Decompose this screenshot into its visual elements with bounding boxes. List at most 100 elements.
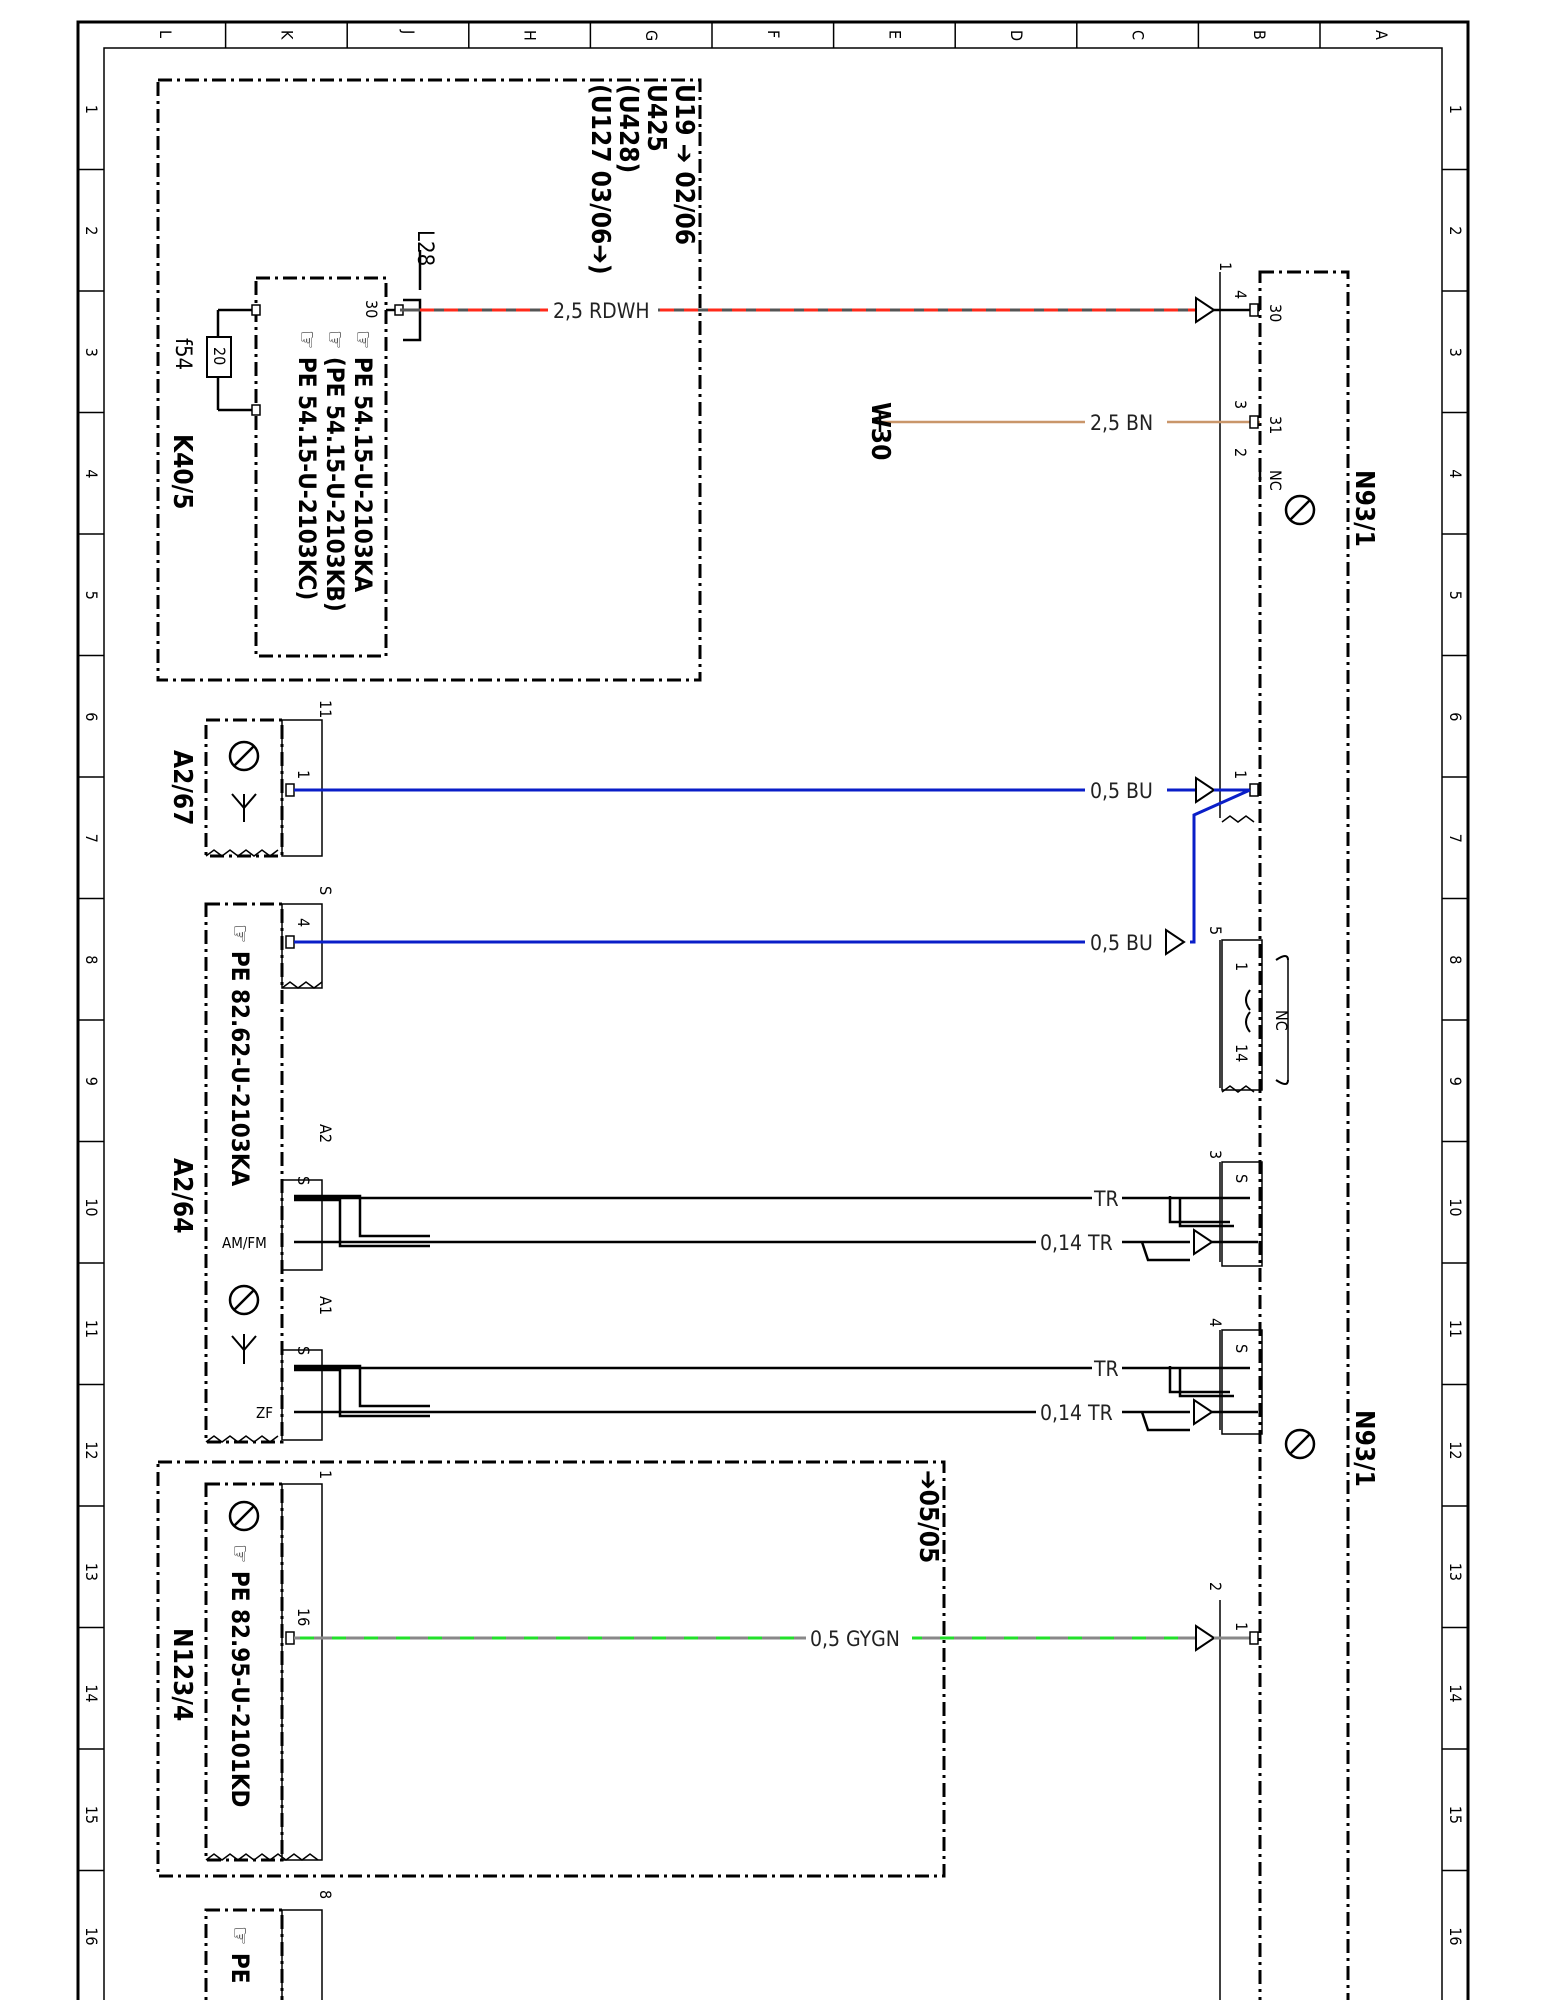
n93-pin-31: 31 [1266, 416, 1285, 434]
n93-pin-4: 4 [1231, 290, 1250, 299]
wire-bn: 2,5 BN W30 [865, 402, 1260, 460]
n93-pin-4b: 4 [1206, 1318, 1225, 1327]
n93-pin-1: 1 [1231, 770, 1250, 779]
wire-label-bn: 2,5 BN [1090, 411, 1153, 435]
column-label: G [642, 30, 661, 41]
radio-icon [228, 740, 260, 772]
row-label: 14 [1446, 1684, 1465, 1702]
row-label: 8 [82, 955, 101, 964]
row-label: 10 [1446, 1198, 1465, 1216]
row-label: 11 [82, 1320, 101, 1338]
n93-nc-pin-1: 1 [1232, 962, 1251, 971]
a2-64-a2: A2 [316, 1124, 335, 1143]
row-label: 15 [1446, 1806, 1465, 1824]
row-label: 2 [1446, 226, 1465, 235]
row-label: 16 [82, 1927, 101, 1945]
row-label: 11 [1446, 1320, 1465, 1338]
row-label: 13 [82, 1563, 101, 1581]
wire-rdwh: 2,5 RDWH [400, 296, 1260, 324]
n123-block: 1 ➔05/05 ☞ PE 82.95-U-2101KD N123/4 16 8… [156, 1460, 946, 2000]
wire-label-rdwh: 2,5 RDWH [553, 299, 650, 323]
k40-ref-0: U19 ➔ 02/06 [669, 84, 699, 245]
k40-pe-1: ☞ (PE 54.15-U-2103KB) [321, 330, 349, 612]
a2-67-block: 11 1 A2/67 [167, 700, 335, 858]
a2-67-pin-top: 11 [316, 700, 335, 718]
n93-label-bottom: N93/1 [1349, 1410, 1379, 1487]
a2-64-a1: A1 [316, 1296, 335, 1315]
radio-icon [228, 1500, 260, 1532]
n123-pe-partial: ☞ PE [226, 1926, 254, 1983]
n93-pin-5: 5 [1206, 926, 1225, 935]
jumper-l28: L28 [412, 230, 437, 266]
wire-gygn: 0,5 GYGN [285, 1624, 1259, 1652]
a2-64-amfm: AM/FM [222, 1234, 267, 1252]
row-label: 6 [1446, 712, 1465, 721]
wire-bu-2: 0,5 BU [285, 788, 1251, 956]
n93-pin-2: 2 [1231, 448, 1250, 457]
row-label: 14 [82, 1684, 101, 1702]
wire-tr-b: TR 0,14 TR [294, 1329, 1263, 1435]
row-label: 3 [82, 348, 101, 357]
column-label: E [885, 30, 904, 39]
k40-pe-2: ☞ PE 54.15-U-2103KC) [293, 330, 321, 600]
a2-64-s-a: S [294, 1176, 313, 1185]
a2-64-zf: ZF [256, 1404, 273, 1422]
row-label: 2 [82, 226, 101, 235]
a2-64-s-b: S [294, 1346, 313, 1355]
row-label: 4 [82, 469, 101, 478]
a2-67-pin: 1 [294, 770, 313, 779]
n93-pin-nc: NC [1266, 470, 1285, 491]
n123-pe: ☞ PE 82.95-U-2101KD [226, 1544, 254, 1807]
row-label: 1 [1446, 105, 1465, 114]
n93-block: N93/1 N93/1 4 1 30 3 31 2 NC 1 5 1 14 NC [1206, 262, 1379, 2000]
n93-nc-pin-14: 14 [1232, 1044, 1251, 1062]
wire-label-gygn: 0,5 GYGN [810, 1627, 900, 1651]
k40-ref-3: (U127 03/06➔) [585, 84, 615, 275]
n93-pin-3: 3 [1231, 400, 1250, 409]
radio-icon [1284, 1428, 1316, 1460]
row-label: 7 [82, 834, 101, 843]
wire-label-bu-1: 0,5 BU [1090, 779, 1153, 803]
a2-67-component: A2/67 [167, 750, 197, 825]
a2-64-pin-s: S [316, 886, 335, 895]
n93-nc-label: NC [1272, 1010, 1291, 1031]
n93-pin-1b: 1 [1232, 1622, 1251, 1631]
fuse-name: f54 [170, 338, 195, 370]
k40-block: U19 ➔ 02/06 U425 (U428) (U127 03/06➔) ☞ … [156, 78, 702, 682]
a2-64-pe: ☞ PE 82.62-U-2103KA [226, 924, 254, 1187]
row-label: 15 [82, 1806, 101, 1824]
column-label: J [399, 29, 418, 34]
n93-pin-3b: 3 [1206, 1150, 1225, 1159]
column-label: H [521, 30, 540, 41]
antenna-icon [231, 1334, 257, 1364]
row-label: 10 [82, 1198, 101, 1216]
wire-label-bu-2: 0,5 BU [1090, 931, 1153, 955]
row-label: 5 [82, 591, 101, 600]
wire-label-tr-4: 0,14 TR [1040, 1401, 1113, 1425]
n123-ref: ➔05/05 [913, 1470, 943, 1563]
antenna-icon [231, 793, 257, 822]
n123-pin-top: 1 [316, 1470, 335, 1479]
column-label: C [1129, 30, 1148, 40]
drawing-frame [76, 20, 1470, 2000]
wire-label-tr-2: 0,14 TR [1040, 1231, 1113, 1255]
column-label: A [1372, 30, 1391, 40]
wire-label-tr-3: TR [1093, 1357, 1119, 1381]
radio-icon [1284, 494, 1316, 526]
n93-pin-s-b: S [1232, 1344, 1251, 1353]
a2-64-component: A2/64 [167, 1158, 197, 1233]
k40-ref-1: U425 [641, 84, 671, 152]
row-label: 5 [1446, 591, 1465, 600]
fuse-symbol [206, 336, 232, 378]
n93-label-top: N93/1 [1349, 470, 1379, 547]
a2-64-pin-4: 4 [294, 918, 313, 927]
n93-pin-2b: 2 [1206, 1582, 1225, 1591]
row-label: 8 [1446, 955, 1465, 964]
ground-w30: W30 [865, 402, 895, 460]
k40-pe-0: ☞ PE 54.15-U-2103KA [349, 330, 377, 593]
row-label: 3 [1446, 348, 1465, 357]
column-label: F [764, 30, 783, 38]
